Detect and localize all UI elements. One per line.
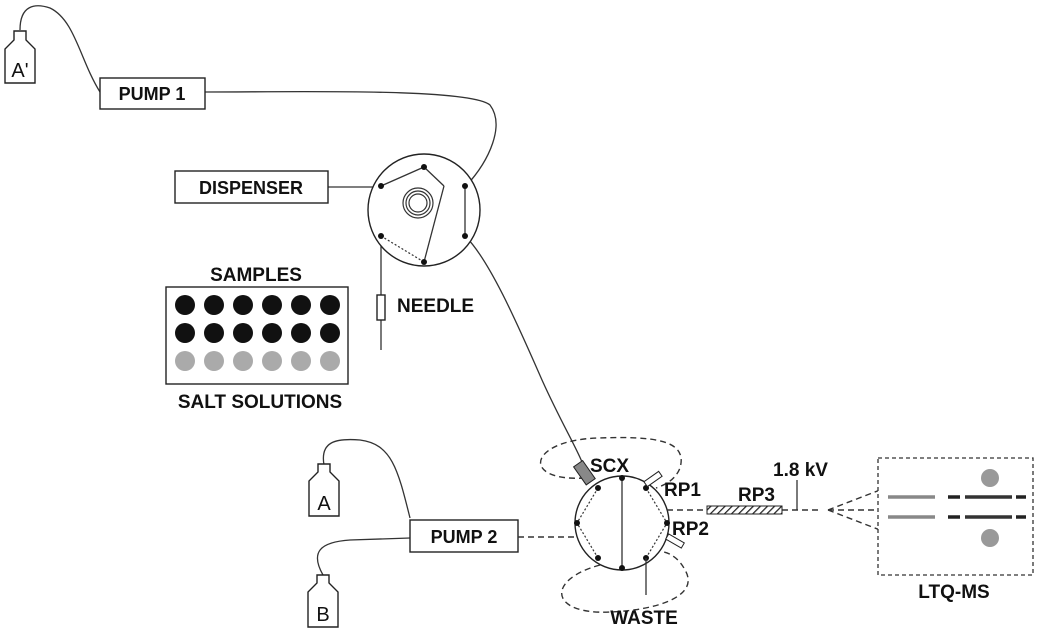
electrospray-plume <box>827 489 881 531</box>
rp3-column <box>706 505 783 515</box>
salt-well <box>175 351 195 371</box>
plate-wells <box>175 295 340 371</box>
dispenser-label: DISPENSER <box>199 178 303 198</box>
pump-2-label: PUMP 2 <box>431 527 498 547</box>
sample-well <box>175 295 195 315</box>
samples-label: SAMPLES <box>210 265 302 286</box>
scx-column <box>572 459 596 486</box>
tubing-b-pump2 <box>316 537 411 576</box>
rp1-label: RP1 <box>664 480 701 501</box>
sample-well <box>320 323 340 343</box>
dispenser: DISPENSER <box>174 170 329 204</box>
pump-1-label: PUMP 1 <box>119 84 186 104</box>
pump-2: PUMP 2 <box>409 519 519 553</box>
rp1-column <box>643 470 663 488</box>
rp3-label: RP3 <box>738 485 775 506</box>
sample-well <box>291 323 311 343</box>
pump-1: PUMP 1 <box>99 77 206 110</box>
tubing-pump1-valve <box>204 90 497 187</box>
injection-valve <box>367 153 481 267</box>
sample-well <box>175 323 195 343</box>
salt-well <box>204 351 224 371</box>
bottle-b-label: B <box>316 604 329 626</box>
bottle-a-prime: A' <box>4 30 36 84</box>
scx-loop <box>540 436 682 489</box>
sample-well <box>291 295 311 315</box>
sample-loop-icon <box>402 187 434 219</box>
ltq-ms-instrument <box>877 457 1034 576</box>
needle-label: NEEDLE <box>397 296 474 317</box>
sample-well <box>204 295 224 315</box>
sample-well <box>233 295 253 315</box>
salt-solutions-label: SALT SOLUTIONS <box>178 392 342 413</box>
salt-well <box>233 351 253 371</box>
bottle-a-prime-label: A' <box>11 60 28 82</box>
rp2-label: RP2 <box>672 519 709 540</box>
salt-well <box>320 351 340 371</box>
sample-well <box>320 295 340 315</box>
bottle-b: B <box>307 574 339 628</box>
tubing-aprime-pump1 <box>19 5 101 93</box>
sample-well <box>233 323 253 343</box>
ms-trap-bottom <box>981 529 999 547</box>
tubing-a-pump2 <box>322 438 411 519</box>
waste-label: WASTE <box>610 608 678 629</box>
voltage-label: 1.8 kV <box>773 460 828 481</box>
bottle-a: A <box>308 463 340 517</box>
sample-plate <box>165 286 349 385</box>
rp2-column <box>665 533 685 549</box>
needle <box>376 294 386 321</box>
ltq-ms-label: LTQ-MS <box>918 582 989 603</box>
salt-well <box>291 351 311 371</box>
sample-well <box>262 323 282 343</box>
scx-label: SCX <box>590 456 629 477</box>
bottle-a-label: A <box>317 493 331 515</box>
column-switching-valve <box>518 436 689 613</box>
sample-well <box>204 323 224 343</box>
ms-trap-top <box>981 469 999 487</box>
tubing-valve-scx <box>464 235 583 463</box>
sample-well <box>262 295 282 315</box>
salt-well <box>262 351 282 371</box>
